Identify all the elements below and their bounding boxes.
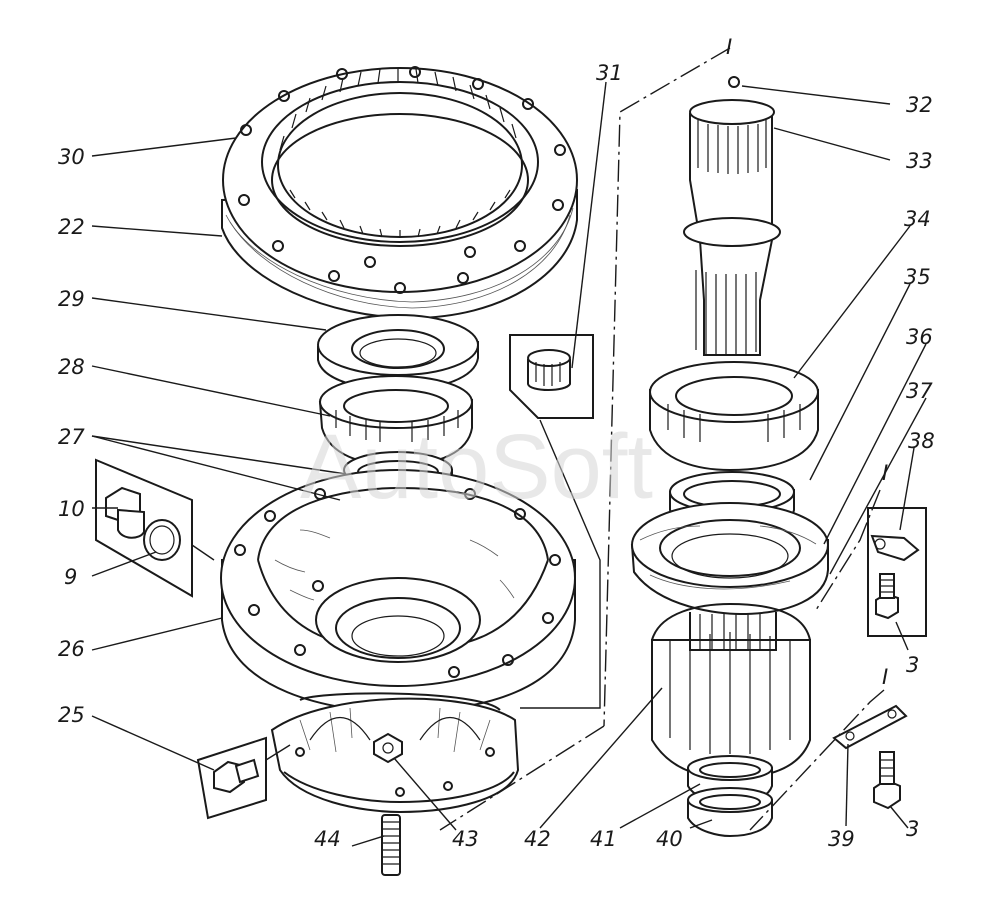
label-43: 43: [452, 827, 479, 851]
disc-36: [630, 502, 829, 616]
label-41: 41: [590, 827, 617, 851]
label-25: 25: [58, 703, 85, 727]
label-22: 22: [58, 215, 85, 239]
label-axis-I-mid: I: [882, 461, 888, 485]
bolt-3-lower: [873, 751, 901, 810]
inset-plug-10: [95, 458, 215, 598]
label-10: 10: [58, 497, 85, 521]
label-31: 31: [596, 61, 623, 85]
label-30: 30: [58, 145, 85, 169]
plate-39: [832, 704, 908, 750]
watermark-text: AutoSoft: [300, 416, 653, 518]
label-27: 27: [58, 425, 85, 449]
label-34: 34: [904, 207, 931, 231]
ring-40: [687, 787, 773, 838]
label-39: 39: [828, 827, 855, 851]
label-32: 32: [906, 93, 933, 117]
label-axis-I-top: I: [726, 35, 732, 59]
bearing-34: [649, 361, 819, 472]
inset-plug-25: [196, 736, 291, 820]
label-37: 37: [906, 379, 933, 403]
ring-gear-30: [221, 66, 578, 320]
label-26: 26: [58, 637, 85, 661]
label-33: 33: [906, 149, 933, 173]
label-axis-I-low: I: [882, 665, 888, 689]
flange-bolt-holes: [238, 66, 566, 294]
stud-44: [381, 814, 401, 876]
label-28: 28: [58, 355, 85, 379]
label-29: 29: [58, 287, 85, 311]
housing-bolt-holes: [234, 488, 561, 678]
housing-texture: [274, 529, 515, 601]
inset-31: [509, 334, 601, 709]
label-44: 44: [314, 827, 341, 851]
label-40: 40: [656, 827, 683, 851]
label-42: 42: [524, 827, 551, 851]
inset-38: [867, 507, 927, 637]
shaft-33: [683, 76, 781, 356]
leader-lines: [91, 81, 927, 847]
axis-lines: [439, 47, 885, 831]
nut-43: [373, 732, 403, 764]
label-35: 35: [904, 265, 931, 289]
housing-26: [220, 469, 576, 714]
label-36: 36: [906, 325, 933, 349]
label-3-upper: 3: [906, 653, 919, 677]
gear-42: [651, 602, 811, 780]
label-9: 9: [64, 565, 77, 589]
part-labels: 30 22 29 28 27 10 9 26 25 44 43 42 41 40…: [58, 35, 935, 851]
washer-29: [317, 314, 479, 392]
label-38: 38: [908, 429, 935, 453]
label-3-lower: 3: [906, 817, 919, 841]
